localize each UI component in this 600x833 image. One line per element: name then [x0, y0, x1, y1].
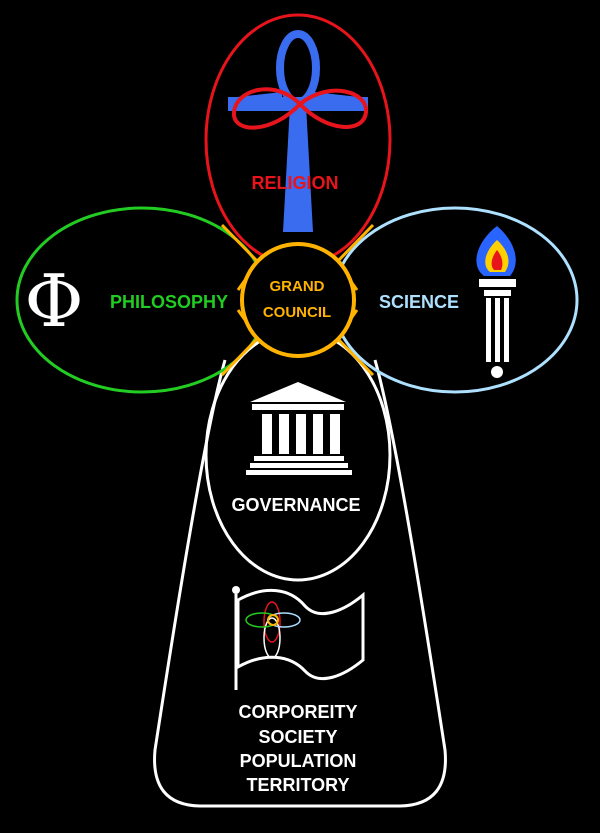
base-label-population: POPULATION — [240, 751, 357, 771]
base-outline — [153, 359, 447, 808]
science-label: SCIENCE — [379, 292, 459, 312]
temple-icon — [246, 382, 352, 475]
base-label-territory: TERRITORY — [246, 775, 349, 795]
philosophy-label: PHILOSOPHY — [110, 292, 228, 312]
religion-label: RELIGION — [251, 173, 338, 193]
grand-council-label-line1: GRAND — [270, 278, 325, 295]
phi-icon: Φ — [24, 259, 83, 343]
flag-icon — [232, 586, 365, 690]
governance-label: GOVERNANCE — [231, 495, 360, 515]
grand-council-label-line2: COUNCIL — [263, 304, 331, 321]
grand-council-circle — [240, 242, 356, 358]
base-label-society: SOCIETY — [258, 727, 337, 747]
ankh-icon — [228, 30, 368, 232]
torch-icon — [476, 226, 516, 378]
base-label-corporeity: CORPOREITY — [238, 702, 357, 722]
